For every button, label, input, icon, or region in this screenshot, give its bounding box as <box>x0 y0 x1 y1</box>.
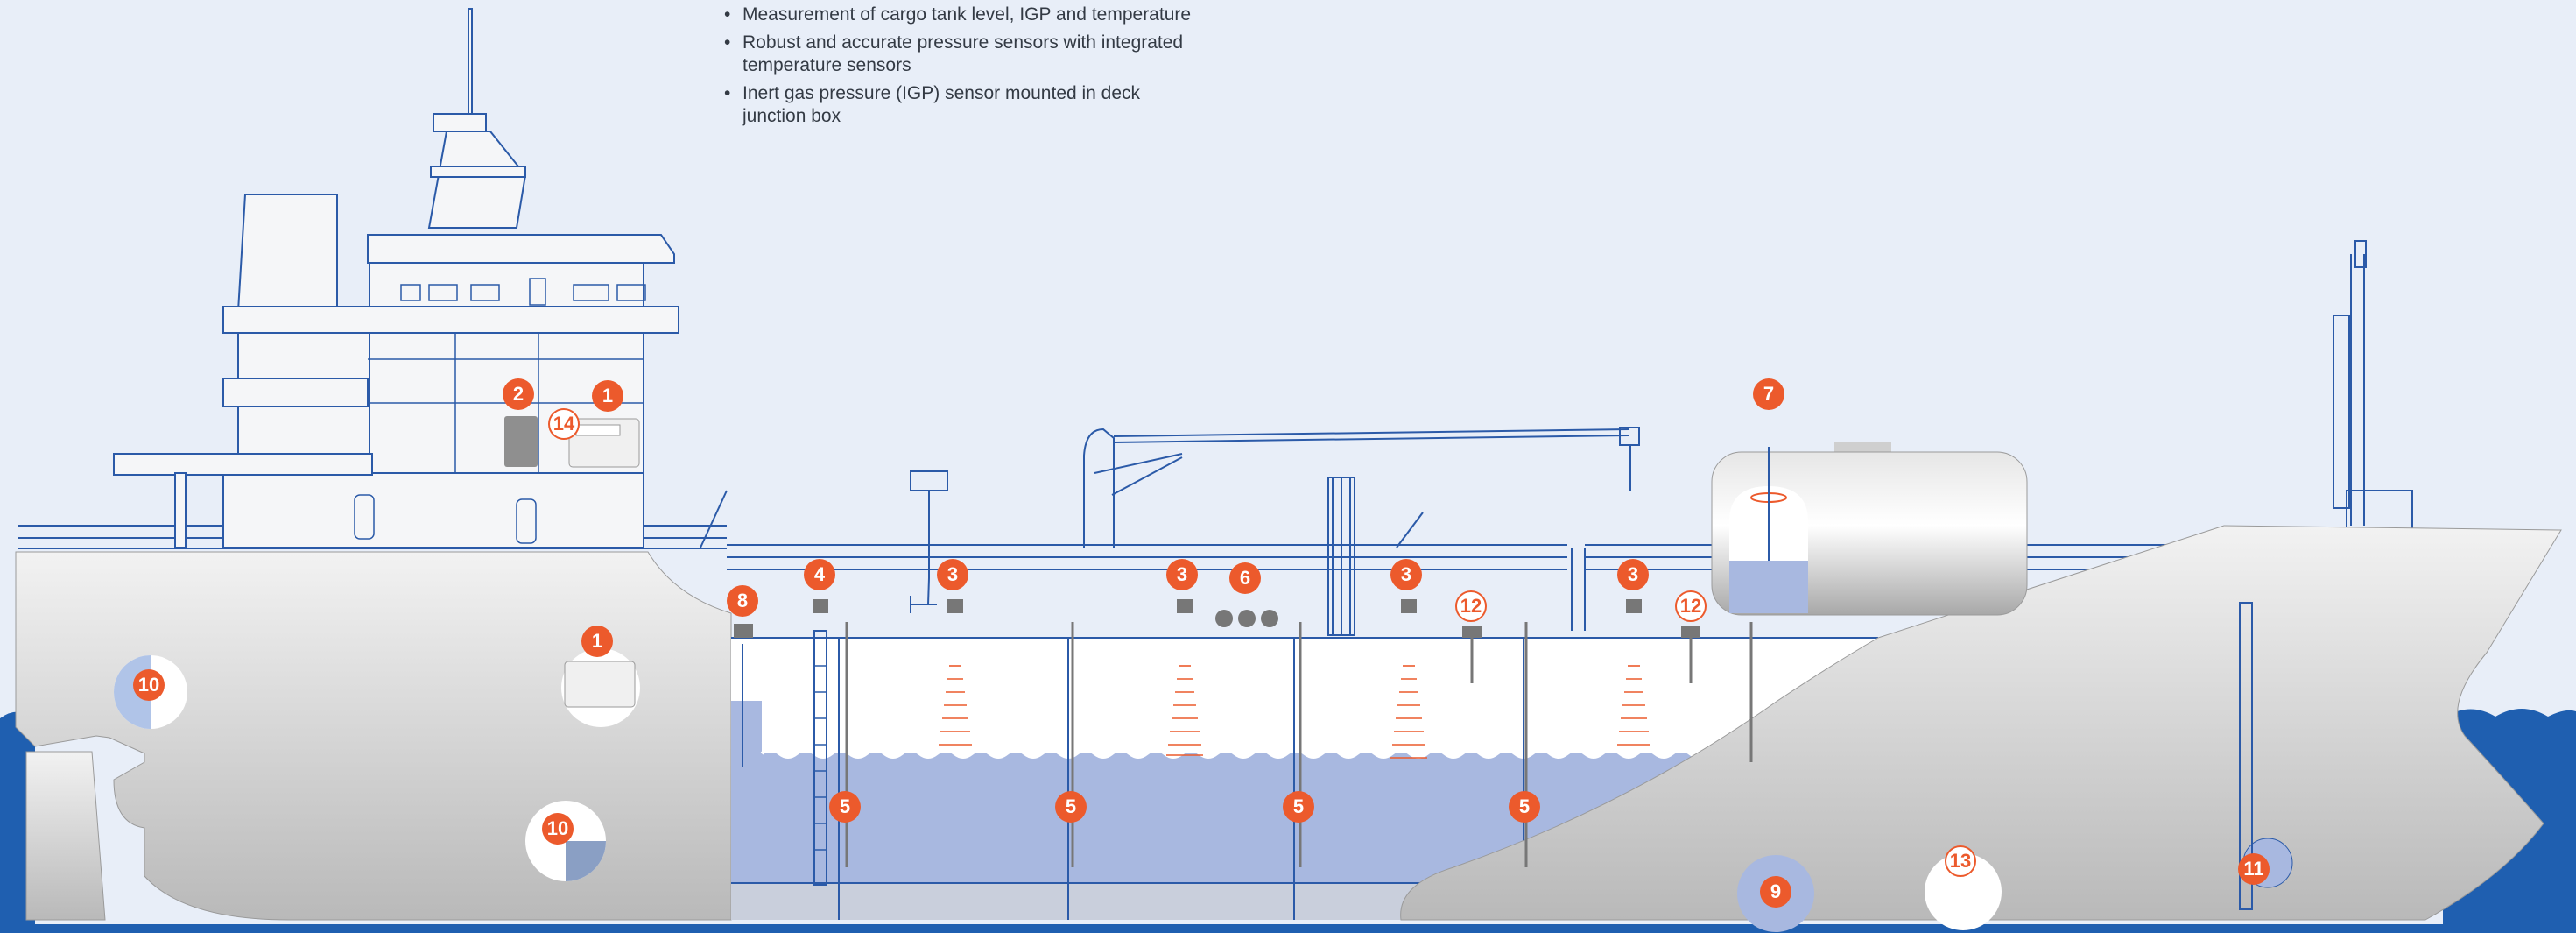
bullet-icon: • <box>724 4 731 25</box>
callout-badge: 13 <box>1945 845 1976 877</box>
deck-gear <box>700 240 2413 636</box>
callout-badge: 9 <box>1760 876 1791 908</box>
callout-badge: 5 <box>829 791 861 823</box>
callout-badge: 3 <box>1166 559 1198 590</box>
sensors <box>734 599 1700 638</box>
bow-hull <box>1400 525 2562 921</box>
radar-beams <box>939 665 1650 759</box>
callout-badge: 8 <box>727 585 758 617</box>
stern-hull <box>15 551 732 921</box>
callout-badge: 12 <box>1455 590 1487 622</box>
feature-item: • Inert gas pressure (IGP) sensor mounted… <box>705 82 1195 128</box>
callout-badge: 5 <box>1509 791 1540 823</box>
feature-list: • Measurement of cargo tank level, IGP an… <box>705 4 1195 133</box>
tank-ladder <box>814 665 827 851</box>
bullet-icon: • <box>724 32 731 53</box>
callout-badge: 5 <box>1283 791 1314 823</box>
callout-badge: 11 <box>2238 853 2270 885</box>
callout-badge: 7 <box>1753 378 1784 410</box>
feature-text: Robust and accurate pressure sensors wit… <box>743 32 1184 75</box>
callout-badge: 3 <box>1617 559 1649 590</box>
bullet-icon: • <box>724 83 731 103</box>
callout-badge: 1 <box>581 626 613 657</box>
feature-text: Measurement of cargo tank level, IGP and… <box>743 4 1192 25</box>
feature-item: • Measurement of cargo tank level, IGP an… <box>705 4 1195 26</box>
callout-badge: 1 <box>592 380 623 412</box>
callout-badge: 3 <box>1390 559 1422 590</box>
callout-badge: 4 <box>804 559 835 590</box>
callout-badge: 12 <box>1675 590 1707 622</box>
probes <box>845 622 1753 867</box>
feature-item: • Robust and accurate pressure sensors wi… <box>705 32 1195 77</box>
deck-tank <box>1711 442 2028 616</box>
callout-badge: 10 <box>133 669 165 701</box>
callout-badge: 14 <box>548 408 580 440</box>
rudder <box>25 751 106 921</box>
callout-badge: 3 <box>937 559 968 590</box>
feature-text: Inert gas pressure (IGP) sensor mounted … <box>743 83 1141 126</box>
callout-badge: 10 <box>542 813 574 845</box>
callout-badge: 5 <box>1055 791 1087 823</box>
callout-badge: 6 <box>1229 562 1261 594</box>
callout-badge: 2 <box>503 378 534 410</box>
